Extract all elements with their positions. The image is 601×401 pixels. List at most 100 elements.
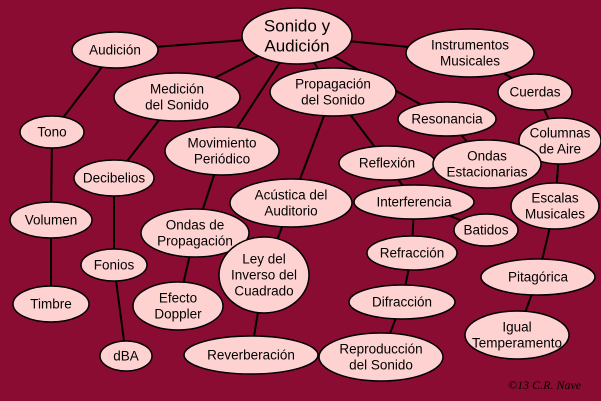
node-bubble: [183, 335, 319, 375]
node-label: Difracción: [372, 295, 432, 310]
node-label: Igual: [502, 320, 531, 335]
node-label: Cuadrado: [234, 284, 293, 299]
node-label: Medición: [150, 82, 204, 97]
node-difraccion: Difracción: [348, 284, 456, 320]
node-bubble: [353, 184, 475, 220]
node-bubble: [9, 201, 93, 239]
node-label: Acústica del: [255, 188, 328, 203]
node-pitagorica: Pitagórica: [480, 258, 596, 296]
node-timbre: Timbre: [12, 285, 90, 323]
node-interferencia: Interferencia: [353, 184, 475, 220]
node-label: Refracción: [380, 246, 445, 261]
node-refraccion: Refracción: [366, 235, 458, 271]
node-bubble: [464, 310, 570, 360]
node-label: Resonancia: [411, 112, 483, 127]
node-label: Interferencia: [376, 195, 452, 210]
node-reflexion: Reflexión: [338, 145, 436, 181]
node-bubble: [348, 284, 456, 320]
node-label: Escalas: [531, 191, 579, 206]
node-bubble: [497, 73, 573, 111]
node-label: Ondas: [467, 149, 507, 164]
node-label: del Sonido: [349, 358, 413, 373]
node-bubble: [366, 235, 458, 271]
node-bubble: [229, 178, 353, 228]
node-bubble: [518, 117, 601, 165]
node-label: Propagación: [157, 234, 233, 249]
node-bubble: [164, 126, 280, 176]
node-volumen: Volumen: [9, 201, 93, 239]
node-label: Audición: [264, 37, 329, 56]
node-fonios: Fonios: [80, 248, 148, 282]
node-label: Ondas de: [166, 218, 225, 233]
node-label: Instrumentos: [431, 38, 509, 53]
node-label: Volumen: [25, 213, 78, 228]
node-label: Estacionarias: [446, 165, 527, 180]
node-label: Pitagórica: [508, 270, 569, 285]
node-audicion: Audición: [71, 31, 159, 69]
node-tono: Tono: [19, 115, 85, 149]
node-label: Batidos: [463, 223, 508, 238]
node-bubble: [405, 28, 535, 78]
node-label: Musicales: [440, 54, 500, 69]
node-label: Inverso del: [231, 268, 297, 283]
node-label: del Sonido: [145, 98, 209, 113]
node-label: Auditorio: [264, 204, 317, 219]
node-label: Timbre: [30, 297, 72, 312]
node-label: Reverberación: [207, 348, 295, 363]
node-bubble: [480, 258, 596, 296]
node-label: Doppler: [154, 307, 202, 322]
node-label: Temperamento: [472, 336, 562, 351]
node-decibelios: Decibelios: [73, 159, 155, 197]
node-dba: dBA: [99, 340, 153, 372]
node-bubble: [71, 31, 159, 69]
node-label: Fonios: [94, 258, 135, 273]
node-label: Decibelios: [83, 171, 146, 186]
node-reverberacion: Reverberación: [183, 335, 319, 375]
node-bubble: [113, 72, 241, 122]
node-cuerdas: Cuerdas: [497, 73, 573, 111]
node-bubble: [397, 101, 497, 137]
node-label: Tono: [37, 125, 66, 140]
node-bubble: [140, 208, 250, 258]
node-batidos: Batidos: [453, 213, 519, 247]
node-label: Movimiento: [187, 136, 256, 151]
node-resonancia: Resonancia: [397, 101, 497, 137]
node-bubble: [269, 67, 397, 117]
node-label: de Aire: [539, 142, 581, 157]
node-label: Sonido y: [264, 17, 331, 36]
node-bubble: [510, 182, 600, 230]
node-bubble: [19, 115, 85, 149]
copyright-credit: ©13 C.R. Nave: [508, 378, 582, 392]
node-bubble: [453, 213, 519, 247]
node-label: Columnas: [530, 126, 591, 141]
node-label: Propagación: [295, 77, 371, 92]
node-bubble: [73, 159, 155, 197]
node-label: Audición: [89, 43, 141, 58]
node-label: Efecto: [159, 291, 197, 306]
node-label: Ley del: [242, 252, 286, 267]
node-label: dBA: [113, 349, 139, 364]
node-bubble: [132, 281, 224, 331]
node-label: Reproducción: [339, 342, 422, 357]
node-label: del Sonido: [301, 93, 365, 108]
node-label: Reflexión: [359, 156, 415, 171]
node-bubble: [12, 285, 90, 323]
node-bubble: [80, 248, 148, 282]
node-bubble: [218, 236, 310, 314]
node-label: Cuerdas: [509, 85, 560, 100]
